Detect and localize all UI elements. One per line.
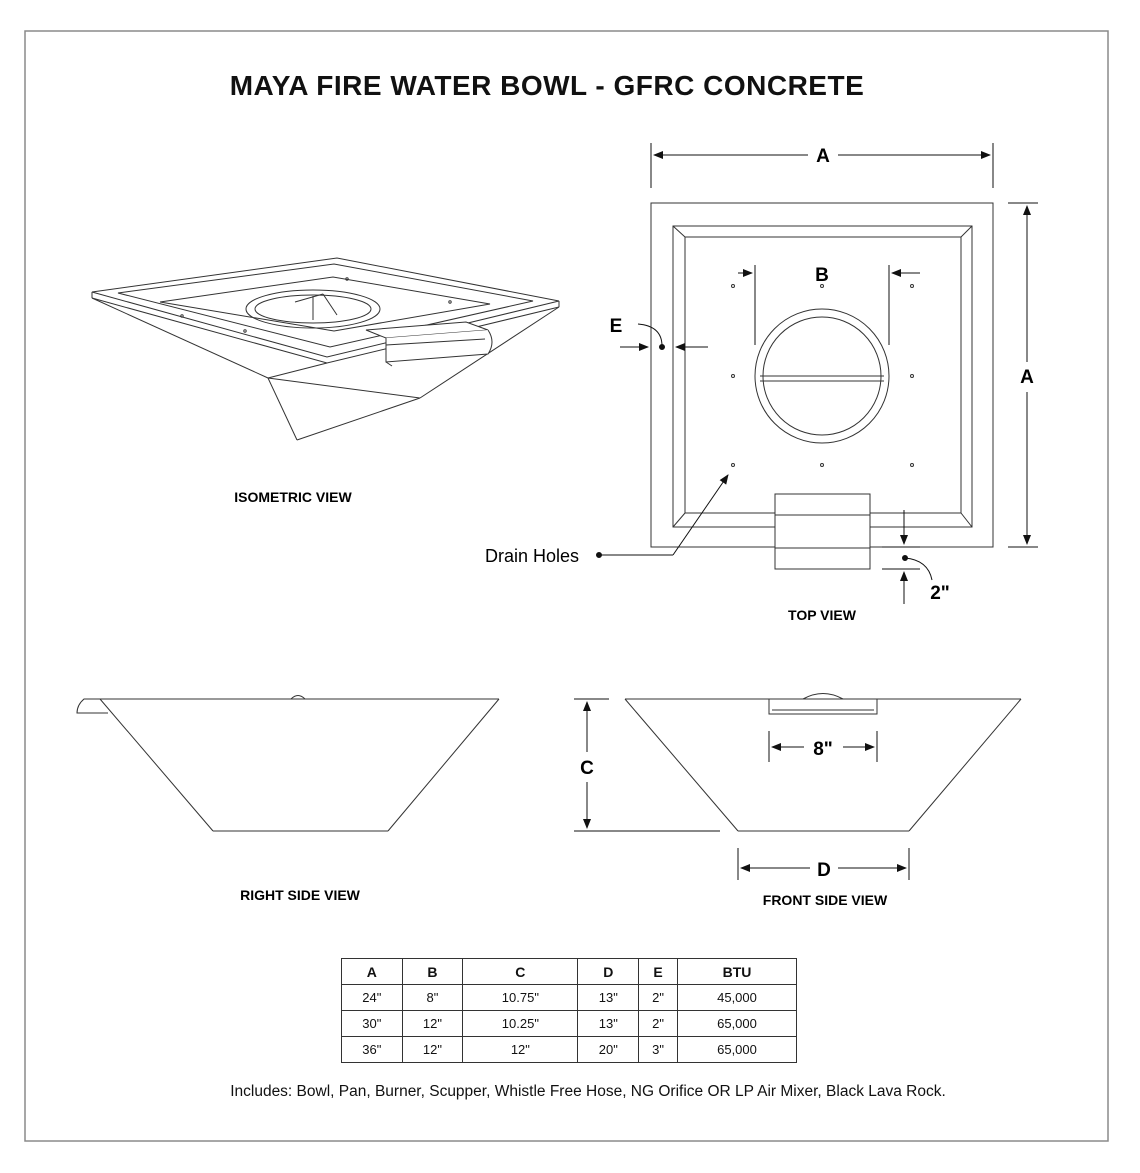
spec-table: A B C D E BTU 24" 8" 10.75" 13" 2" 45,00… [341,958,797,1063]
table-cell: 2" [638,984,678,1011]
dimension-c-label: C [580,758,594,779]
dimension-d-label: D [817,860,831,881]
table-cell: 20" [577,1036,640,1063]
right-side-drawing [76,695,500,832]
top-view-drawing [650,202,994,570]
dimension-scupper-width-label: 8" [813,739,833,760]
table-row: 30" 12" 10.25" 13" 2" 65,000 [341,1010,797,1037]
column-header-btu: BTU [677,958,797,985]
dimension-scupper-width [768,731,878,762]
column-header-a: A [341,958,403,985]
dimension-e-label: E [610,316,623,337]
table-row: 36" 12" 12" 20" 3" 65,000 [341,1036,797,1063]
table-cell: 65,000 [677,1010,797,1037]
table-cell: 65,000 [677,1036,797,1063]
table-cell: 30" [341,1010,403,1037]
table-cell: 13" [577,984,640,1011]
table-cell: 12" [401,1010,464,1037]
table-cell: 13" [577,1010,640,1037]
table-cell: 2" [638,1010,678,1037]
table-row: 24" 8" 10.75" 13" 2" 45,000 [341,984,797,1011]
table-header-row: A B C D E BTU [341,958,797,985]
dimension-a-vertical [1008,202,1038,548]
table-cell: 3" [638,1036,678,1063]
front-side-drawing [624,693,1022,832]
column-header-d: D [577,958,640,985]
dimension-scupper-gap [882,510,933,604]
column-header-e: E [638,958,678,985]
table-cell: 10.75" [462,984,579,1011]
table-cell: 24" [341,984,403,1011]
includes-note: Includes: Bowl, Pan, Burner, Scupper, Wh… [230,1083,946,1100]
dimension-a-horizontal [650,143,994,188]
table-cell: 36" [341,1036,403,1063]
column-header-b: B [401,958,464,985]
isometric-drawing [91,257,560,441]
dimension-scupper-gap-label: 2" [930,583,950,604]
dimension-d [737,848,910,880]
right-side-view-label: RIGHT SIDE VIEW [240,887,361,903]
table-cell: 12" [401,1036,464,1063]
dimension-a-side-label: A [1020,367,1034,388]
dimension-c [574,698,720,832]
page-title: MAYA FIRE WATER BOWL - GFRC CONCRETE [229,70,865,101]
front-side-view-label: FRONT SIDE VIEW [763,892,888,908]
drain-holes-label: Drain Holes [485,546,579,566]
top-view-label: TOP VIEW [788,607,857,623]
dimension-b-label: B [815,265,829,286]
table-cell: 45,000 [677,984,797,1011]
sheet-border [24,30,1109,1142]
table-cell: 12" [462,1036,579,1063]
dimension-a-top-label: A [816,146,830,167]
table-cell: 10.25" [462,1010,579,1037]
isometric-view-label: ISOMETRIC VIEW [234,489,352,505]
dimension-e [620,323,708,351]
drain-holes-leader [596,474,729,558]
dimension-b [738,265,920,345]
table-cell: 8" [401,984,464,1011]
column-header-c: C [462,958,579,985]
